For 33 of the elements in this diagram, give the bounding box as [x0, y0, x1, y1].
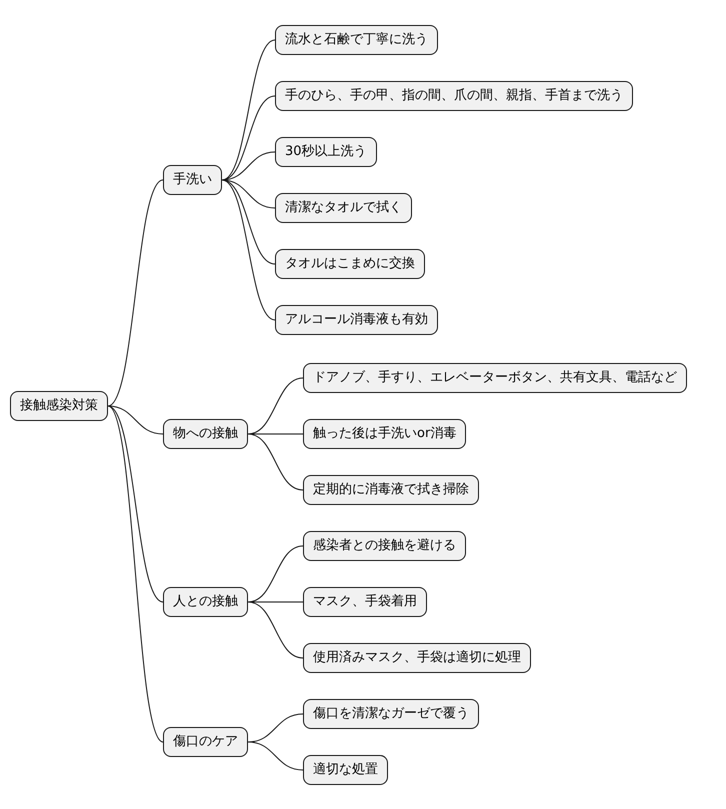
connector-line [108, 406, 164, 742]
connector-line [108, 180, 164, 406]
topic-box: 傷口を清潔なガーゼで覆う [303, 699, 479, 729]
topic-box: 定期的に消毒液で拭き掃除 [303, 475, 479, 505]
topic-box: 30秒以上洗う [275, 137, 377, 167]
connector-line [222, 180, 276, 320]
connector-line [248, 546, 304, 602]
connector-line [248, 434, 304, 490]
connector-line [222, 40, 276, 180]
topic-box: 人との接触 [163, 587, 248, 617]
connector-line [248, 742, 304, 770]
topic-box: アルコール消毒液も有効 [275, 305, 438, 335]
connector-line [222, 96, 276, 180]
connector-line [108, 406, 164, 434]
topic-box: 手のひら、手の甲、指の間、爪の間、親指、手首まで洗う [275, 81, 633, 111]
topic-box: 傷口のケア [163, 727, 248, 757]
topic-box: 接触感染対策 [10, 391, 108, 421]
topic-box: 適切な処置 [303, 755, 388, 785]
topic-box: タオルはこまめに交換 [275, 249, 425, 279]
connector-line [108, 406, 164, 602]
topic-box: 物への接触 [163, 419, 248, 449]
topic-box: 清潔なタオルで拭く [275, 193, 412, 223]
topic-box: ドアノブ、手すり、エレベーターボタン、共有文具、電話など [303, 363, 687, 393]
topic-box: 感染者との接触を避ける [303, 531, 466, 561]
topic-box: マスク、手袋着用 [303, 587, 427, 617]
topic-box: 触った後は手洗いor消毒 [303, 419, 466, 449]
connector-line [222, 180, 276, 264]
connector-line [248, 602, 304, 658]
topic-box: 使用済みマスク、手袋は適切に処理 [303, 643, 531, 673]
topic-box: 手洗い [163, 165, 222, 195]
connector-line [248, 378, 304, 434]
connector-line [222, 180, 276, 208]
topic-box: 流水と石鹸で丁寧に洗う [275, 25, 438, 55]
